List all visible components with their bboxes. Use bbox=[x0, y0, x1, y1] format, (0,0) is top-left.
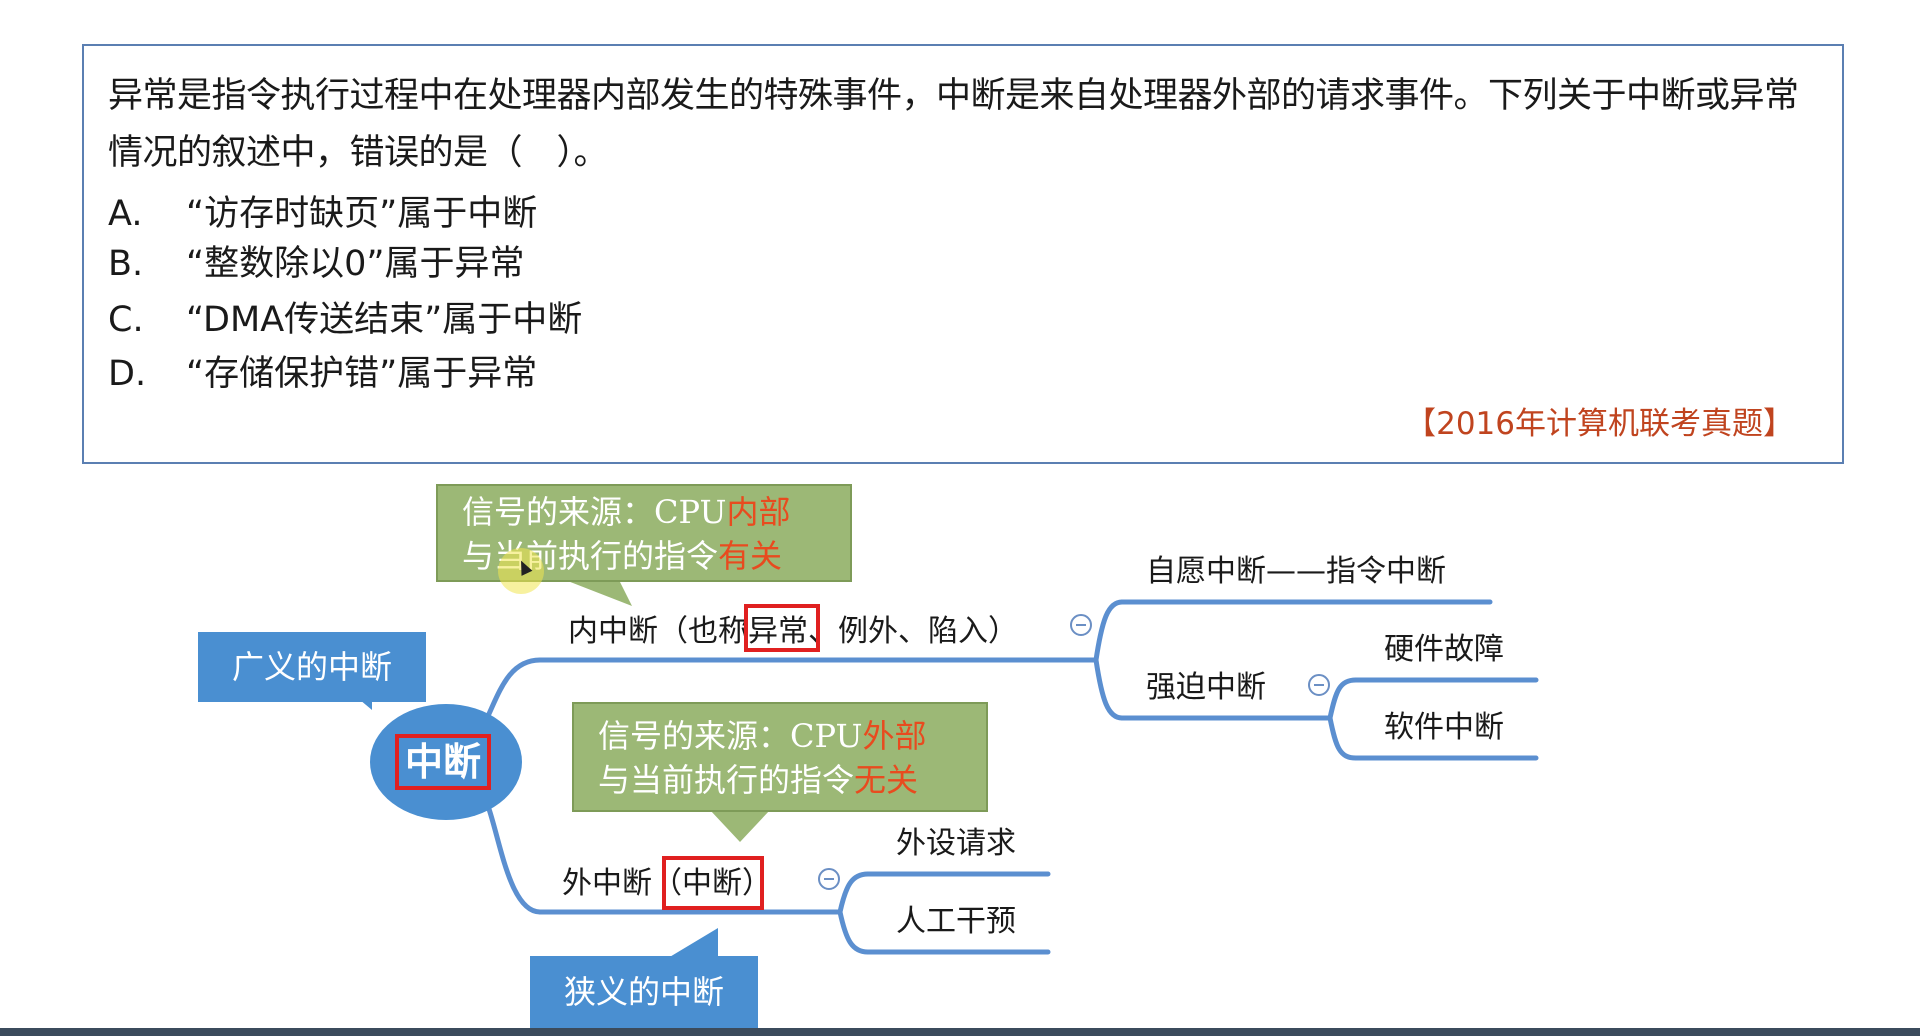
center-node-label: 中断 bbox=[395, 734, 491, 790]
option-b-text: “整数除以0”属于异常 bbox=[186, 244, 525, 284]
callout-external-highlight1: 外部 bbox=[862, 717, 927, 755]
connector-to-device bbox=[837, 871, 871, 915]
callout-internal-pointer bbox=[560, 578, 632, 606]
connector-to-hardware bbox=[1327, 677, 1359, 721]
manual-intervention-node[interactable]: 人工干预 bbox=[896, 904, 1016, 939]
collapse-icon-forced[interactable] bbox=[1308, 674, 1330, 696]
callout-external-highlight2: 无关 bbox=[854, 761, 919, 799]
option-c-letter: C. bbox=[108, 300, 144, 340]
question-stem: 异常是指令执行过程中在处理器内部发生的特殊事件，中断是来自处理器外部的请求事件。… bbox=[108, 76, 1799, 173]
cursor-highlight bbox=[498, 548, 544, 594]
option-d-letter: D. bbox=[108, 354, 147, 394]
narrow-label-pointer bbox=[668, 928, 718, 958]
connector-to-voluntary bbox=[1093, 599, 1125, 663]
source-tag: 【2016年计算机联考真题】 bbox=[1405, 406, 1794, 442]
option-b: B. “整数除以0”属于异常 bbox=[108, 242, 525, 286]
forced-interrupt-node[interactable]: 强迫中断 bbox=[1146, 670, 1266, 705]
connector-to-software bbox=[1327, 715, 1359, 761]
collapse-icon-external[interactable] bbox=[818, 868, 840, 890]
question-box: 异常是指令执行过程中在处理器内部发生的特殊事件，中断是来自处理器外部的请求事件。… bbox=[82, 44, 1844, 464]
external-interrupt-branch[interactable]: 外中断（中断） bbox=[562, 866, 772, 901]
device-request-node[interactable]: 外设请求 bbox=[896, 826, 1016, 861]
callout-external-source: 信号的来源：CPU外部 与当前执行的指令无关 bbox=[572, 702, 988, 812]
option-a: A. “访存时缺页”属于中断 bbox=[108, 192, 537, 236]
broad-interrupt-label: 广义的中断 bbox=[198, 632, 426, 702]
callout-external-line2: 与当前执行的指令无关 bbox=[598, 761, 919, 799]
option-a-letter: A. bbox=[108, 194, 143, 234]
software-interrupt-node[interactable]: 软件中断 bbox=[1384, 710, 1504, 745]
interrupt-highlight-box bbox=[662, 856, 764, 910]
option-b-letter: B. bbox=[108, 244, 144, 284]
collapse-icon-internal[interactable] bbox=[1070, 614, 1092, 636]
option-a-text: “访存时缺页”属于中断 bbox=[186, 194, 538, 234]
option-d: D. “存储保护错”属于异常 bbox=[108, 352, 537, 396]
callout-internal-line1: 信号的来源：CPU内部 bbox=[462, 493, 791, 531]
connector-to-forced bbox=[1093, 657, 1125, 721]
callout-external-pointer bbox=[710, 810, 770, 842]
internal-interrupt-branch[interactable]: 内中断（也称异常、例外、陷入） bbox=[568, 614, 1018, 649]
exception-highlight-box bbox=[744, 604, 820, 652]
callout-external-line1: 信号的来源：CPU外部 bbox=[598, 717, 927, 755]
connector-to-manual bbox=[837, 909, 871, 955]
callout-internal-highlight1: 内部 bbox=[726, 493, 791, 531]
hardware-fault-node[interactable]: 硬件故障 bbox=[1384, 632, 1504, 667]
option-d-text: “存储保护错”属于异常 bbox=[186, 354, 538, 394]
callout-internal-highlight2: 有关 bbox=[718, 537, 783, 575]
voluntary-interrupt-node[interactable]: 自愿中断——指令中断 bbox=[1146, 554, 1446, 589]
option-c: C. “DMA传送结束”属于中断 bbox=[108, 298, 582, 342]
narrow-interrupt-label: 狭义的中断 bbox=[530, 956, 758, 1028]
connector-center-internal bbox=[485, 657, 543, 719]
option-c-text: “DMA传送结束”属于中断 bbox=[186, 300, 583, 340]
video-progress-bar[interactable] bbox=[0, 1028, 1920, 1036]
connector-center-external bbox=[485, 803, 543, 915]
